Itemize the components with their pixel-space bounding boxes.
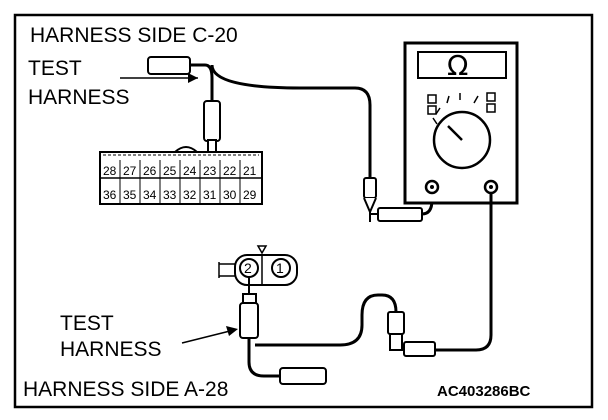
ohmmeter: Ω: [403, 41, 519, 205]
test-harness-bottom-line2: HARNESS: [60, 338, 162, 361]
c20-pin-31: 31: [203, 188, 217, 202]
c20-pin-28: 28: [103, 164, 117, 178]
harness-side-c20-title: HARNESS SIDE C-20: [30, 24, 238, 47]
c20-pin-32: 32: [183, 188, 197, 202]
connector-c20-grid: [119, 160, 241, 204]
c20-pin-36: 36: [103, 188, 117, 202]
a28-pin-2: 2: [244, 260, 252, 276]
c20-pin-35: 35: [123, 188, 137, 202]
meter-button-right2: [486, 103, 496, 113]
c20-pin-25: 25: [163, 164, 177, 178]
c20-pin-26: 26: [143, 164, 157, 178]
diagram-frame: [13, 13, 594, 409]
c20-pin-21: 21: [243, 164, 257, 178]
test-harness-bottom-line1: TEST: [60, 312, 114, 335]
meter-button-left: [427, 94, 437, 104]
top-lead-wire: [210, 64, 434, 222]
meter-button-left2: [427, 105, 437, 115]
a28-pin-1: 1: [276, 260, 284, 276]
connector-c20: 28 27 26 25 24 23 22 21 36 35 34 33 32 3…: [99, 146, 263, 205]
bottom-lead-wire: [255, 193, 493, 357]
c20-pin-34: 34: [143, 188, 157, 202]
bottom-test-probe: [181, 277, 327, 385]
harness-side-a28-title: HARNESS SIDE A-28: [23, 378, 228, 401]
figure-code: AC403286BC: [437, 383, 531, 400]
meter-button-right: [486, 92, 496, 102]
c20-pin-23: 23: [203, 164, 217, 178]
c20-pin-22: 22: [223, 164, 237, 178]
test-harness-top-line1: TEST: [28, 57, 82, 80]
c20-pin-30: 30: [223, 188, 237, 202]
ohm-symbol: Ω: [447, 49, 468, 82]
c20-pin-29: 29: [243, 188, 257, 202]
c20-pin-24: 24: [183, 164, 197, 178]
c20-pin-27: 27: [123, 164, 137, 178]
test-harness-top-line2: HARNESS: [28, 86, 130, 109]
c20-pin-33: 33: [163, 188, 177, 202]
connector-a28: 2 1: [218, 245, 298, 286]
